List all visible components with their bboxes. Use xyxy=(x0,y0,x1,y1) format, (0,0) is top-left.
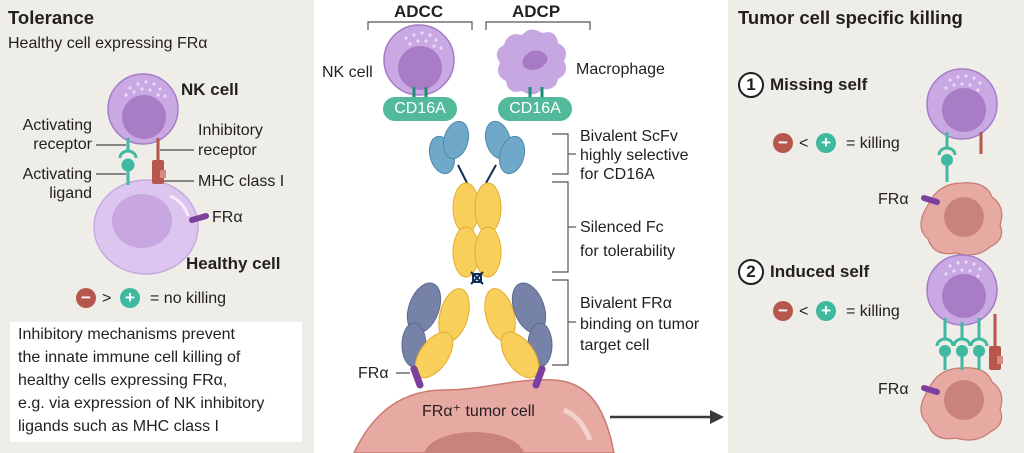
hinge xyxy=(470,271,484,285)
minus-icon: − xyxy=(773,133,793,153)
fab-light-domains xyxy=(414,288,540,379)
antibody-diagram xyxy=(353,21,724,453)
inhibitory-receptor-label-2: receptor xyxy=(198,142,257,159)
cd16a-receptor-left: CD16A xyxy=(383,97,457,121)
fc-annotation-2: for tolerability xyxy=(580,243,676,260)
minus-icon: − xyxy=(773,301,793,321)
info-line: the innate immune cell killing of xyxy=(18,349,241,366)
healthy-cell xyxy=(93,179,199,275)
induced-self-label: Induced self xyxy=(770,262,870,281)
tolerance-subtitle: Healthy cell expressing FRα xyxy=(8,35,208,52)
info-line: e.g. via expression of NK inhibitory xyxy=(18,395,265,412)
top-brackets xyxy=(367,21,591,30)
activating-ligand-label-2: ligand xyxy=(49,185,92,202)
killing-result: = killing xyxy=(846,303,900,320)
info-box: Inhibitory mechanisms prevent the innate… xyxy=(10,322,302,442)
fra-binding-annotation-1: Bivalent FRα xyxy=(580,295,672,312)
operator-less: < xyxy=(799,135,809,152)
killing-diagrams xyxy=(920,68,1003,441)
tumor-killing-panel: Tumor cell specific killing xyxy=(728,0,1024,453)
missing-self-label: Missing self xyxy=(770,75,868,94)
fc-annotation-1: Silenced Fc xyxy=(580,219,664,236)
activating-receptor-ligand xyxy=(118,138,138,185)
missing-self-diagram xyxy=(920,68,1003,256)
step-1-badge: 1 xyxy=(738,72,764,98)
fra-binding-annotation-2: binding on tumor xyxy=(580,316,700,333)
scfv-annotation-1: Bivalent ScFv xyxy=(580,128,678,145)
plus-icon: + xyxy=(120,288,140,308)
step-2-badge: 2 xyxy=(738,259,764,285)
no-killing-result: = no killing xyxy=(150,290,227,307)
fra-binding-annotation-3: target cell xyxy=(580,337,650,354)
fra-receptors xyxy=(410,365,546,389)
adcc-label: ADCC xyxy=(394,2,444,21)
arrow-right-icon xyxy=(610,410,724,424)
minus-icon: − xyxy=(76,288,96,308)
info-line: ligands such as MHC class I xyxy=(18,418,219,435)
fra-receptor-icon xyxy=(189,213,209,223)
tolerance-diagram xyxy=(93,73,209,275)
activating-ligand-label-1: Activating xyxy=(22,166,92,183)
scfv-annotation-2: highly selective xyxy=(580,147,689,164)
operator-less: < xyxy=(799,303,809,320)
tolerance-panel: Tolerance Healthy cell expressing FRα xyxy=(0,0,314,453)
nk-cell-label: NK cell xyxy=(322,64,373,81)
inhibitory-receptor-mhc xyxy=(152,138,166,184)
mechanism-panel: ADCC ADCP NK cell Macrophage CD16A CD16A… xyxy=(314,0,728,453)
mhc-class-i-label: MHC class I xyxy=(198,173,285,190)
tumor-cell xyxy=(353,379,615,453)
killing-result: = killing xyxy=(846,135,900,152)
cd16a-receptor-right: CD16A xyxy=(498,97,572,121)
scfv-domains xyxy=(428,120,526,175)
info-line: Inhibitory mechanisms prevent xyxy=(18,326,235,343)
fab-heavy-domains xyxy=(401,282,553,368)
healthy-cell-label: Healthy cell xyxy=(186,254,281,273)
tolerance-title: Tolerance xyxy=(8,7,95,28)
annotation-brackets xyxy=(552,133,576,366)
plus-icon: + xyxy=(816,301,836,321)
fra-label: FRα xyxy=(878,191,909,208)
fra-label: FRα xyxy=(878,381,909,398)
tumor-cell-label: FRα⁺ tumor cell xyxy=(422,403,535,420)
inhibitory-receptor-label-1: Inhibitory xyxy=(198,122,263,139)
linkers xyxy=(457,164,497,184)
info-line: healthy cells expressing FRα, xyxy=(18,372,228,389)
macrophage xyxy=(496,29,566,95)
nk-cell xyxy=(383,24,455,96)
operator-greater: > xyxy=(102,290,112,307)
fra-label: FRα xyxy=(212,209,243,226)
fc-domains xyxy=(452,182,502,278)
fra-label: FRα xyxy=(358,365,389,382)
induced-self-diagram xyxy=(920,254,1003,441)
macrophage-label: Macrophage xyxy=(576,61,665,78)
activating-receptor-label-2: receptor xyxy=(33,136,92,153)
tumor-killing-title: Tumor cell specific killing xyxy=(738,7,963,28)
leader-lines xyxy=(96,144,194,182)
plus-icon: + xyxy=(816,133,836,153)
adcp-label: ADCP xyxy=(512,2,561,21)
activating-receptor-label-1: Activating xyxy=(22,117,92,134)
nk-cell xyxy=(107,73,179,145)
nk-cell-label: NK cell xyxy=(181,80,239,99)
scfv-annotation-3: for CD16A xyxy=(580,166,655,183)
